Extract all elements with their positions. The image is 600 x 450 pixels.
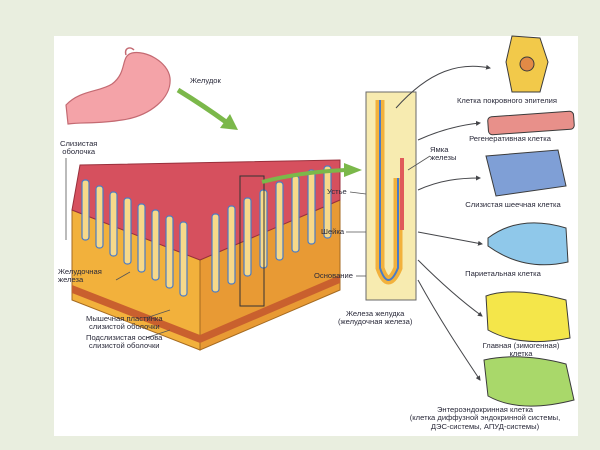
label-base: Основание <box>314 271 353 280</box>
label-gland-caption: Железа желудка (желудочная железа) <box>338 309 413 327</box>
green-arrow-block-to-gland <box>261 168 347 184</box>
label-isthmus: Устье <box>327 187 347 196</box>
label-cell-mucous-neck: Слизистая шеечная клетка <box>465 200 561 209</box>
label-cell-parietal: Париетальная клетка <box>465 269 541 278</box>
green-arrow-stomach-to-block <box>176 87 228 125</box>
label-leaders <box>65 155 431 339</box>
stomach-illustration <box>65 51 171 125</box>
label-stomach: Желудок <box>190 76 221 85</box>
label-pits: Ямка железы <box>430 145 457 163</box>
label-cell-chief: Главная (зимогенная) клетка <box>482 341 560 359</box>
label-muscularis-mucosae: Мышечная пластинка слизистой оболочки <box>86 314 163 332</box>
gland-detail-box <box>365 91 417 301</box>
label-neck: Шейка <box>321 227 345 236</box>
label-cell-enteroendocrine: Энтероэндокринная клетка (клетка диффузн… <box>409 405 561 431</box>
selection-box <box>239 175 265 307</box>
gland-to-cell-arrows <box>395 64 491 381</box>
label-cell-regenerative: Регенеративная клетка <box>469 134 551 143</box>
label-gastric-gland: Желудочная железа <box>58 267 102 285</box>
gastric-glands <box>81 165 332 297</box>
label-mucosa: Слизистая оболочка <box>60 139 98 157</box>
label-submucosa: Подслизистая основа слизистой оболочки <box>86 333 163 351</box>
cell-illustrations <box>483 35 575 407</box>
label-cell-surface-epithelium: Клетка покровного эпителия <box>457 96 557 105</box>
